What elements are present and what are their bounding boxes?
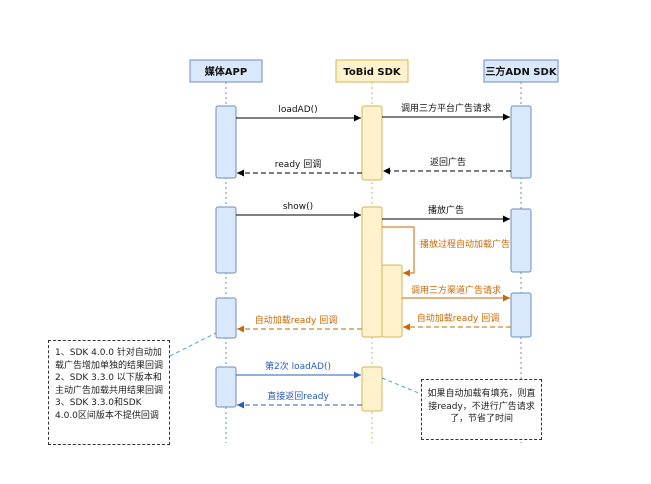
activation-media-3 xyxy=(215,297,237,339)
participant-tobid: ToBid SDK xyxy=(335,59,409,83)
message-label-play-ad: 播放广告 xyxy=(428,204,464,216)
message-label-show: show() xyxy=(283,202,313,212)
message-label-direct-ready: 直接返回ready xyxy=(267,390,329,402)
participant-adn: 三方ADN SDK xyxy=(483,59,559,83)
activation-media-4 xyxy=(215,366,237,408)
activation-tobid-3 xyxy=(361,366,383,412)
message-label-second-loadad: 第2次 loadAD() xyxy=(265,360,331,372)
activation-adn-1 xyxy=(510,105,532,179)
activation-media-2 xyxy=(215,206,237,274)
activation-adn-2 xyxy=(510,208,532,273)
note-version-line-2: 2、SDK 3.3.0 以下版本和主动广告加载共用结果回调 xyxy=(55,373,164,396)
activation-media-1 xyxy=(215,105,237,179)
participant-media: 媒体APP xyxy=(189,59,263,83)
message-label-ready: ready 回调 xyxy=(275,159,321,170)
activation-tobid-2 xyxy=(361,206,383,338)
participant-adn-label: 三方ADN SDK xyxy=(485,65,557,78)
activation-tobid-1 xyxy=(361,105,383,181)
activation-adn-3 xyxy=(510,292,532,338)
message-label-auto-ready-media: 自动加载ready 回调 xyxy=(255,314,337,326)
participant-tobid-label: ToBid SDK xyxy=(343,67,402,78)
participant-media-label: 媒体APP xyxy=(204,65,247,78)
note-version-line-3: 3、SDK 3.3.0和SDK 4.0.0区间版本不提供回调 xyxy=(55,398,159,421)
note-connector-left xyxy=(169,332,217,357)
note-version-callbacks: 1、SDK 4.0.0 针对自动加载广告增加单独的结果回调 2、SDK 3.3.… xyxy=(48,340,170,445)
note-version-line-1: 1、SDK 4.0.0 针对自动加载广告增加单独的结果回调 xyxy=(55,348,164,371)
note-connector-right xyxy=(381,377,422,395)
message-label-request-channel: 调用三方渠道广告请求 xyxy=(411,284,501,296)
message-label-request-adn: 调用三方平台广告请求 xyxy=(401,102,491,114)
message-label-return-ad: 返回广告 xyxy=(430,156,466,168)
note-auto-load-fill: 如果自动加载有填充，则直接ready，不进行广告请求了，节省了时间 xyxy=(421,379,542,440)
activation-tobid-2-nested xyxy=(381,264,403,338)
message-label-auto-load-self: 播放过程自动加载广告 xyxy=(420,238,510,250)
message-arrow-auto-load-self xyxy=(382,226,415,277)
note-auto-load-text: 如果自动加载有填充，则直接ready，不进行广告请求了，节省了时间 xyxy=(427,389,536,424)
message-label-loadad: loadAD() xyxy=(278,105,317,115)
message-label-auto-ready-adn: 自动加载ready 回调 xyxy=(417,312,499,324)
